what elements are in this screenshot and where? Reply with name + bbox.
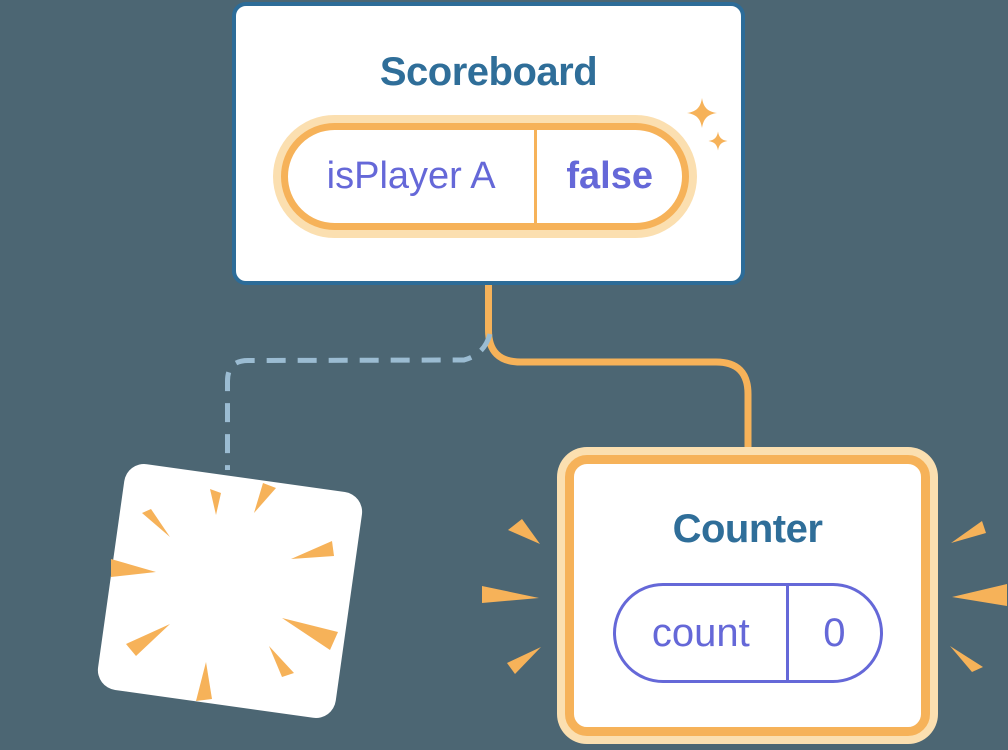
scoreboard-title: Scoreboard bbox=[379, 50, 598, 94]
scoreboard-state-key: isPlayer A bbox=[326, 155, 496, 197]
scoreboard-state-pill: isPlayer A false bbox=[281, 123, 689, 230]
scoreboard-pill-divider bbox=[534, 130, 538, 223]
counter-pill-divider bbox=[785, 586, 789, 680]
dashed-connector-line bbox=[225, 333, 493, 470]
counter-state-value: 0 bbox=[823, 610, 846, 655]
burst-ray bbox=[951, 521, 986, 543]
counter-state-pill: count 0 bbox=[613, 583, 883, 683]
burst-ray bbox=[508, 519, 540, 544]
scoreboard-state-value: false bbox=[566, 155, 653, 197]
emphasis-burst-right-icon bbox=[950, 521, 1007, 672]
solid-connector-line bbox=[485, 283, 752, 460]
burst-ray bbox=[952, 584, 1007, 606]
destroyed-component-card bbox=[95, 461, 365, 721]
counter-title: Counter bbox=[672, 507, 823, 551]
burst-ray bbox=[482, 586, 539, 603]
burst-ray bbox=[950, 646, 983, 672]
burst-ray bbox=[507, 647, 541, 674]
counter-card: Counter count 0 bbox=[565, 455, 930, 736]
counter-state-key: count bbox=[651, 610, 750, 655]
emphasis-burst-left-icon bbox=[482, 519, 541, 674]
scoreboard-card: Scoreboard isPlayer A false bbox=[232, 2, 745, 285]
